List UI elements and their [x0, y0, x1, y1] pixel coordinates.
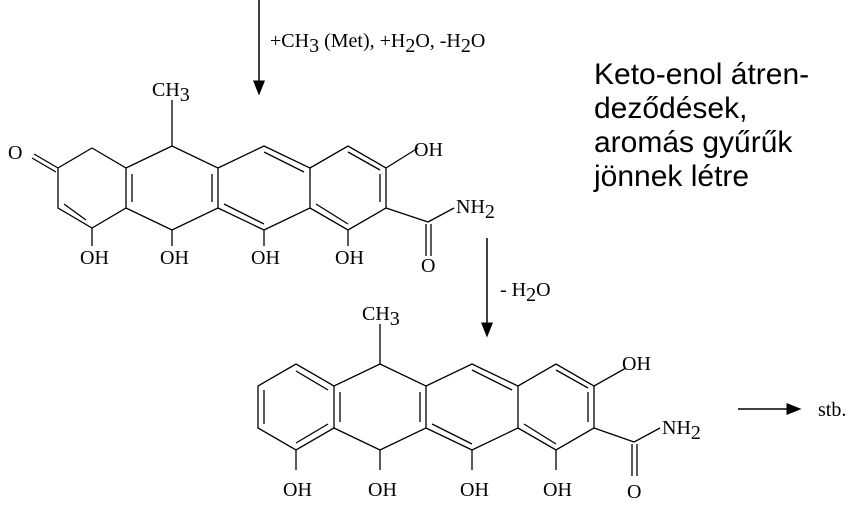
molecule-2-oh-bottom: OH	[543, 479, 572, 501]
molecule-2-amide-o: O	[627, 481, 641, 503]
molecule-2-oh-bottom: OH	[283, 479, 312, 501]
top-reaction-label: +CH3 (Met), +H2O, -H2O	[270, 30, 485, 57]
molecule-1-ketone-o: O	[8, 142, 22, 164]
molecule-2-amide-nh2: NH2	[662, 417, 701, 444]
molecule-1-oh-bottom: OH	[335, 247, 364, 269]
molecule-1-oh-bottom: OH	[160, 247, 189, 269]
molecule-1-ch3: CH3	[152, 79, 190, 106]
annotation-text: Keto-enol átren- deződések, aromás gyűrű…	[594, 58, 854, 194]
molecule-1-amide-nh2: NH2	[456, 196, 495, 223]
molecule-1-amide-o: O	[421, 255, 435, 277]
next-step-label: stb.	[818, 399, 846, 421]
molecule-1-structure	[31, 100, 455, 256]
annotation-line: Keto-enol átren-	[594, 58, 810, 91]
molecule-1-oh-bottom: OH	[80, 247, 109, 269]
molecule-1-oh-top: OH	[414, 139, 443, 161]
annotation-line: jönnek létre	[594, 160, 750, 193]
molecule-2-oh-bottom: OH	[368, 479, 397, 501]
molecule-2-oh-top: OH	[622, 353, 651, 375]
annotation-line: deződések,	[594, 92, 748, 125]
annotation-line: aromás gyűrűk	[594, 126, 793, 159]
molecule-1-oh-bottom: OH	[251, 247, 280, 269]
molecule-2-ch3: CH3	[362, 303, 400, 330]
middle-reaction-label: - H2O	[500, 279, 551, 306]
molecule-2-structure	[257, 324, 661, 476]
molecule-2-oh-bottom: OH	[460, 479, 489, 501]
